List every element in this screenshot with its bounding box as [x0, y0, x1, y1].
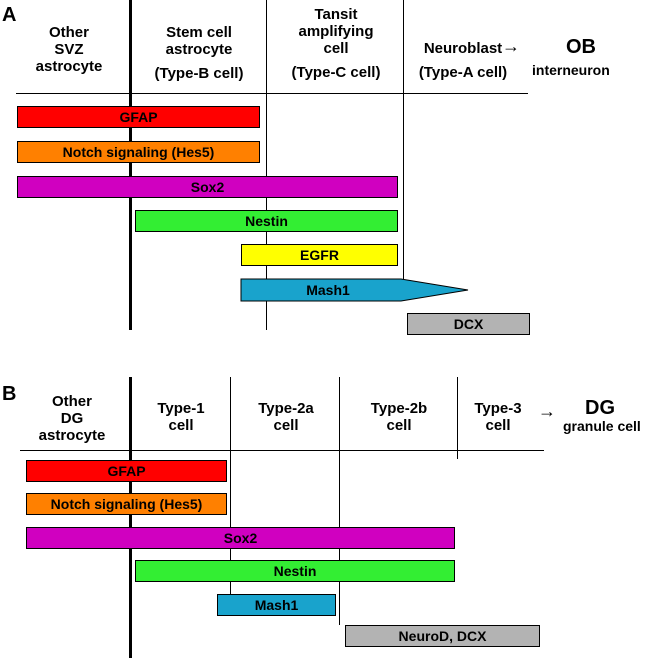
panel-b-header-type-3: Type-3 cell — [474, 400, 522, 434]
panel-b-arrow: → — [538, 401, 556, 421]
panel-a-target-main: OB — [566, 36, 596, 58]
panel-a-bar-sox2: Sox2 — [17, 176, 398, 198]
panel-b-target-main: DG — [585, 397, 615, 419]
panel-a-bar-nestin: Nestin — [135, 210, 398, 232]
panel-a-divider-2 — [403, 0, 404, 300]
panel-a-header-rule — [16, 93, 528, 94]
panel-a-bar-dcx: DCX — [407, 313, 530, 335]
panel-b-header-type-2a: Type-2a cell — [258, 400, 314, 434]
panel-b-header-other-dg: Other DG astrocyte — [38, 393, 106, 444]
panel-a-arrow: → — [502, 36, 520, 56]
panel-a-header-type-c: Tansit amplifying cell (Type-C cell) — [291, 6, 381, 81]
panel-b-header-rule — [20, 450, 544, 451]
svg-text:Mash1: Mash1 — [306, 282, 350, 298]
panel-a-bar-egfr: EGFR — [241, 244, 398, 266]
panel-b-header-type-1: Type-1 cell — [157, 400, 205, 434]
panel-a-divider-1 — [266, 0, 267, 330]
panel-b-header-type-2b: Type-2b cell — [370, 400, 428, 434]
panel-b-divider-main — [129, 377, 132, 658]
panel-b-target-sub: granule cell — [563, 418, 641, 434]
panel-b-bar-notch: Notch signaling (Hes5) — [26, 493, 227, 515]
panel-b-bar-nestin: Nestin — [135, 560, 455, 582]
panel-b-bar-gfap: GFAP — [26, 460, 227, 482]
panel-b-bar-neurod-dcx: NeuroD, DCX — [345, 625, 540, 647]
panel-a-header-type-a: Neuroblast (Type-A cell) — [418, 40, 508, 81]
panel-a-header-other-svz: Other SVZ astrocyte — [35, 24, 103, 75]
panel-b-divider-2 — [339, 377, 340, 625]
panel-a-target-sub: interneuron — [532, 62, 610, 78]
panel-b-label: B — [2, 383, 17, 405]
panel-a-bar-mash1: Mash1 — [240, 278, 469, 302]
panel-b-bar-mash1: Mash1 — [217, 594, 336, 616]
panel-a-bar-gfap: GFAP — [17, 106, 260, 128]
panel-a-label: A — [2, 4, 17, 26]
panel-a-bar-notch: Notch signaling (Hes5) — [17, 141, 260, 163]
panel-b-divider-3 — [457, 377, 458, 459]
panel-a-divider-main — [129, 0, 132, 330]
panel-a-header-type-b: Stem cell astrocyte (Type-B cell) — [154, 24, 244, 82]
panel-b-divider-1 — [230, 377, 231, 595]
panel-b-bar-sox2: Sox2 — [26, 527, 455, 549]
